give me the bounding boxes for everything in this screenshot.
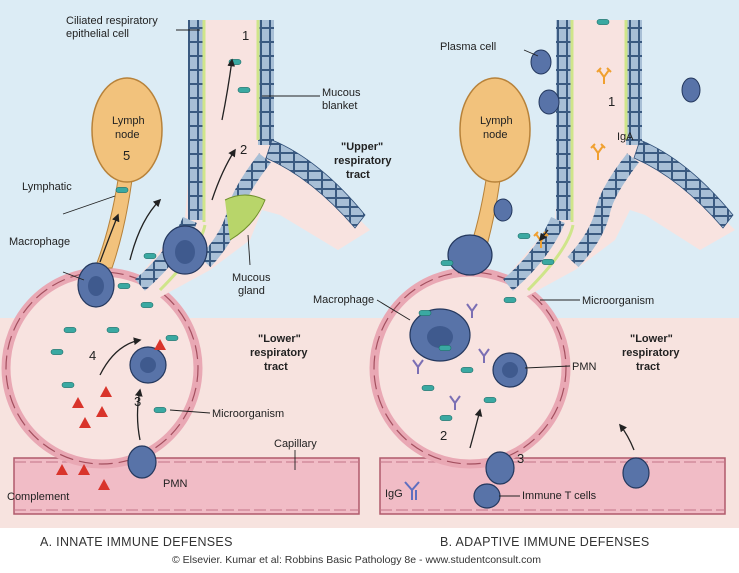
label-mucous-gland: Mucous: [232, 272, 271, 284]
label-mucous-gland: gland: [238, 285, 265, 297]
step-number: 1: [608, 94, 615, 109]
epithelium-left-a: [188, 20, 204, 220]
microorganism-icon: [154, 407, 166, 412]
step-number: 2: [440, 428, 447, 443]
step-number: 4: [89, 348, 96, 363]
label-upper-tract: "Upper": [341, 141, 383, 153]
label-lower-tract: tract: [264, 361, 288, 373]
t-cell: [623, 458, 649, 488]
microorganism-icon: [51, 349, 63, 354]
plasma-cell: [494, 199, 512, 221]
label-lower-tract: tract: [636, 361, 660, 373]
plasma-cell: [531, 50, 551, 74]
label-ciliated-cell: Ciliated respiratory: [66, 15, 158, 27]
label-complement: Complement: [7, 491, 69, 503]
label-lower-tract: respiratory: [622, 347, 680, 359]
label-lymph-node: Lymph: [480, 115, 513, 127]
microorganism-icon: [118, 283, 130, 288]
microorganism-icon: [419, 310, 431, 315]
label-microorganism: Microorganism: [582, 295, 654, 307]
microorganism-icon: [238, 87, 250, 92]
copyright-notice: © Elsevier. Kumar et al: Robbins Basic P…: [172, 554, 541, 566]
label-upper-tract: tract: [346, 169, 370, 181]
step-number: 1: [242, 28, 249, 43]
plasma-cell: [682, 78, 700, 102]
label-lymph-node: node: [115, 129, 139, 141]
macrophage-airway-b: [448, 235, 492, 275]
label-lower-tract: "Lower": [630, 333, 673, 345]
label-ciliated-cell: epithelial cell: [66, 28, 129, 40]
microorganism-icon: [107, 327, 119, 332]
microorganism-icon: [597, 19, 609, 24]
microorganism-icon: [542, 259, 554, 264]
t-cell: [486, 452, 514, 484]
microorganism-icon: [62, 382, 74, 387]
label-mucous-blanket: Mucous: [322, 87, 361, 99]
microorganism-icon: [144, 253, 156, 258]
caption-panel-b: B. ADAPTIVE IMMUNE DEFENSES: [440, 535, 650, 549]
step-number: 3: [134, 394, 141, 409]
step-number: 3: [517, 451, 524, 466]
label-pmn: PMN: [572, 361, 597, 373]
plasma-cell: [539, 90, 559, 114]
microorganism-icon: [504, 297, 516, 302]
label-igg: IgG: [385, 488, 403, 500]
microorganism-icon: [229, 59, 241, 64]
label-upper-tract: respiratory: [334, 155, 392, 167]
step-number: 5: [123, 148, 130, 163]
label-lower-tract: respiratory: [250, 347, 308, 359]
label-lymph-node: Lymph: [112, 115, 145, 127]
label-lymphatic: Lymphatic: [22, 181, 72, 193]
label-pmn: PMN: [163, 478, 188, 490]
microorganism-icon: [518, 233, 530, 238]
label-macrophage: Macrophage: [313, 294, 374, 306]
pmn-cell-capillary-a: [128, 446, 156, 478]
microorganism-icon: [441, 260, 453, 265]
label-lower-tract: "Lower": [258, 333, 301, 345]
label-capillary: Capillary: [274, 438, 317, 450]
label-plasma-cell: Plasma cell: [440, 41, 496, 53]
microorganism-icon: [461, 367, 473, 372]
epithelium-left-b: [556, 20, 572, 220]
label-macrophage: Macrophage: [9, 236, 70, 248]
caption-panel-a: A. INNATE IMMUNE DEFENSES: [40, 535, 233, 549]
microorganism-icon: [166, 335, 178, 340]
epithelium-right-b: [626, 20, 642, 145]
step-number: 2: [240, 142, 247, 157]
label-microorganism: Microorganism: [212, 408, 284, 420]
t-cell: [474, 484, 500, 508]
epithelium-right-a: [258, 20, 274, 145]
microorganism-icon: [484, 397, 496, 402]
label-mucous-blanket: blanket: [322, 100, 357, 112]
label-lymph-node: node: [483, 129, 507, 141]
capillary-b: [380, 458, 725, 514]
microorganism-icon: [422, 385, 434, 390]
label-iga: IgA: [617, 131, 634, 143]
microorganism-icon: [116, 187, 128, 192]
microorganism-icon: [141, 302, 153, 307]
label-immune-t-cells: Immune T cells: [522, 490, 597, 502]
microorganism-icon: [440, 415, 452, 420]
microorganism-icon: [64, 327, 76, 332]
microorganism-icon: [439, 345, 451, 350]
